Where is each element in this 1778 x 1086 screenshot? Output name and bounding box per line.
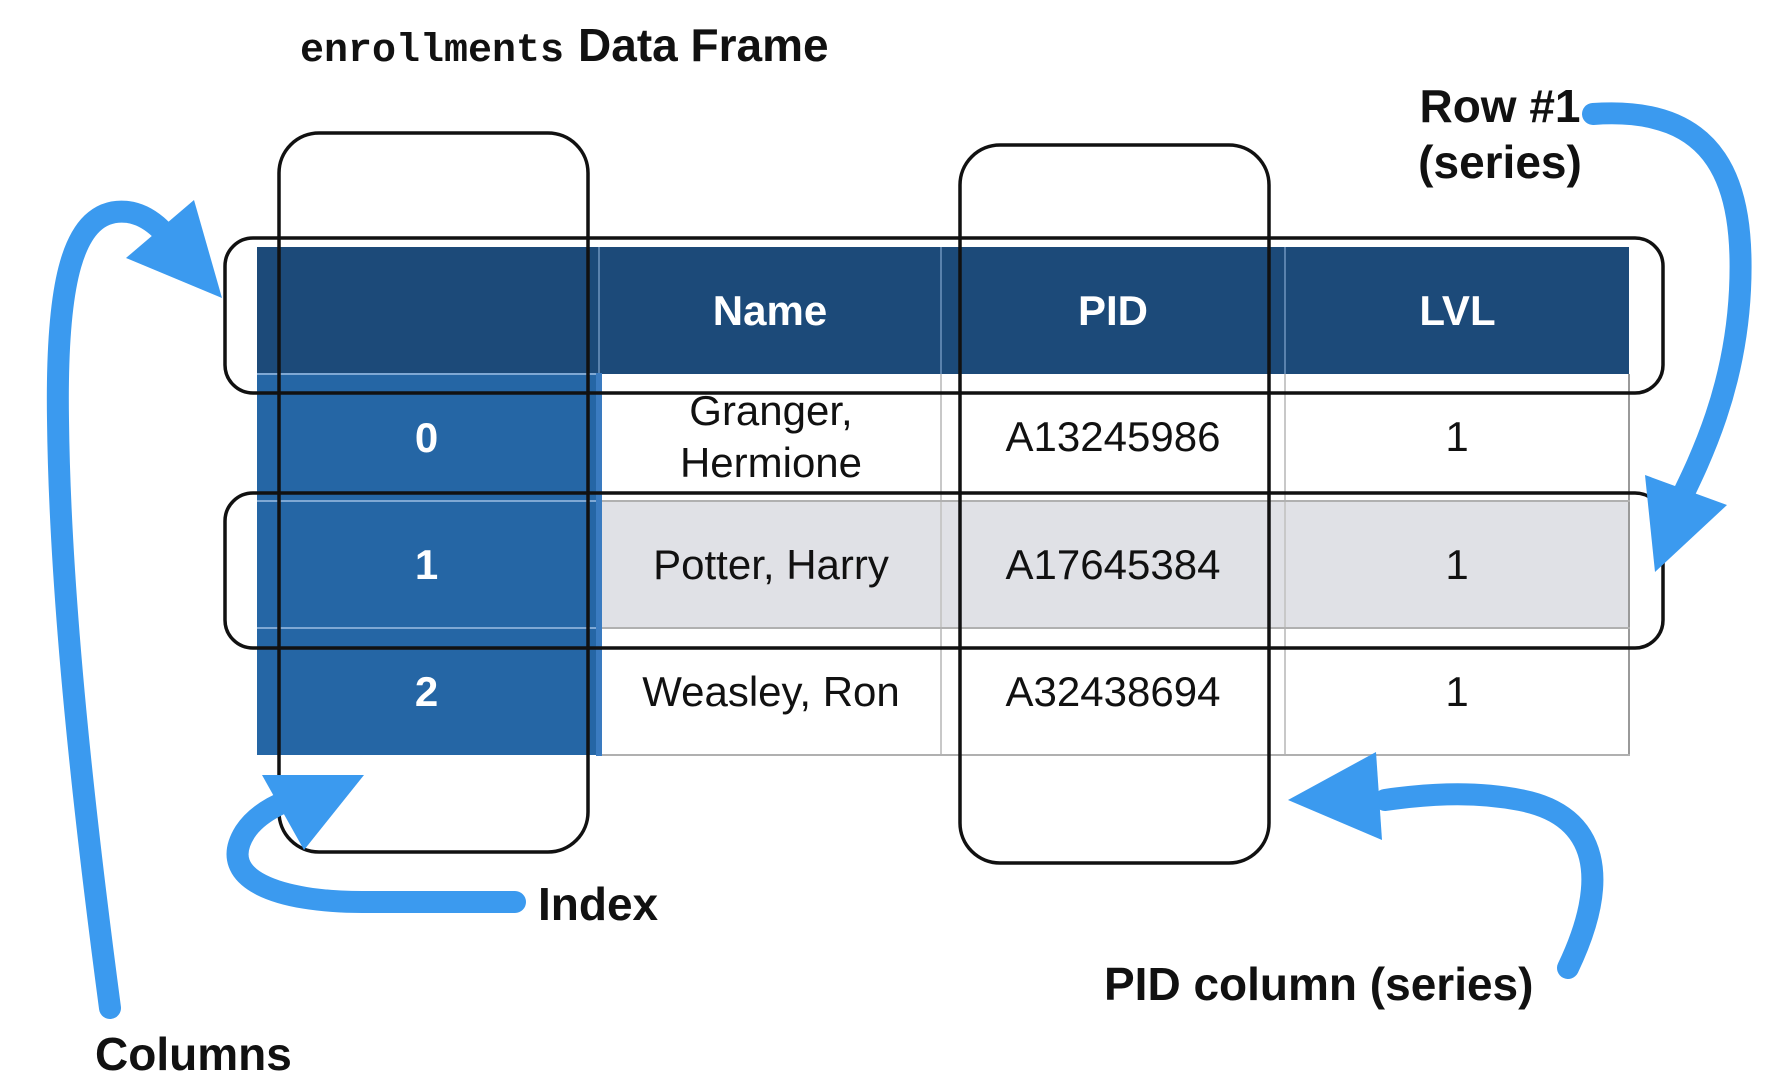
cell-name: Granger, Hermione — [599, 374, 942, 502]
columns-arrowhead-icon — [126, 200, 222, 298]
cell-lvl: 1 — [1285, 374, 1630, 502]
pid-column-label: PID column (series) — [1104, 958, 1534, 1010]
header-row: Name PID LVL — [257, 247, 1629, 374]
columns-arrow-icon — [46, 200, 191, 1019]
diagram-title: enrollments Data Frame — [300, 18, 829, 78]
columns-label: Columns — [95, 1028, 292, 1080]
cell-pid: A17645384 — [941, 501, 1286, 629]
header-pid: PID — [941, 247, 1286, 374]
cell-name: Potter, Harry — [599, 501, 942, 629]
row1-arrowhead-icon — [1645, 475, 1727, 572]
pid-arrow-icon — [1374, 783, 1604, 979]
row-index: 1 — [257, 500, 602, 628]
row1-label-line2: (series) — [1418, 136, 1582, 188]
row-index: 0 — [257, 373, 602, 501]
table-row: 0 Granger, Hermione A13245986 1 — [257, 373, 1630, 502]
pid-arrowhead-icon — [1288, 752, 1382, 840]
title-text: Data Frame — [578, 19, 829, 71]
cell-lvl: 1 — [1285, 501, 1630, 629]
cell-pid: A32438694 — [941, 628, 1286, 756]
header-index-corner — [257, 247, 600, 374]
table-row: 2 Weasley, Ron A32438694 1 — [257, 627, 1630, 756]
header-lvl: LVL — [1285, 247, 1629, 374]
index-arrowhead-icon — [262, 775, 364, 850]
cell-lvl: 1 — [1285, 628, 1630, 756]
cell-pid: A13245986 — [941, 374, 1286, 502]
dataframe-table: Name PID LVL 0 Granger, Hermione A132459… — [257, 247, 1630, 756]
row1-label: Row #1 (series) — [1405, 78, 1595, 190]
index-arrow-icon — [226, 784, 526, 913]
cell-name-line2: Hermione — [679, 439, 863, 486]
cell-name: Weasley, Ron — [599, 628, 942, 756]
row1-label-line1: Row #1 — [1419, 80, 1581, 132]
table-row-highlighted: 1 Potter, Harry A17645384 1 — [257, 500, 1630, 629]
header-name: Name — [599, 247, 942, 374]
row-index: 2 — [257, 627, 602, 755]
index-label: Index — [538, 878, 659, 930]
title-code: enrollments — [300, 29, 565, 74]
cell-name-line1: Granger, — [689, 387, 853, 434]
